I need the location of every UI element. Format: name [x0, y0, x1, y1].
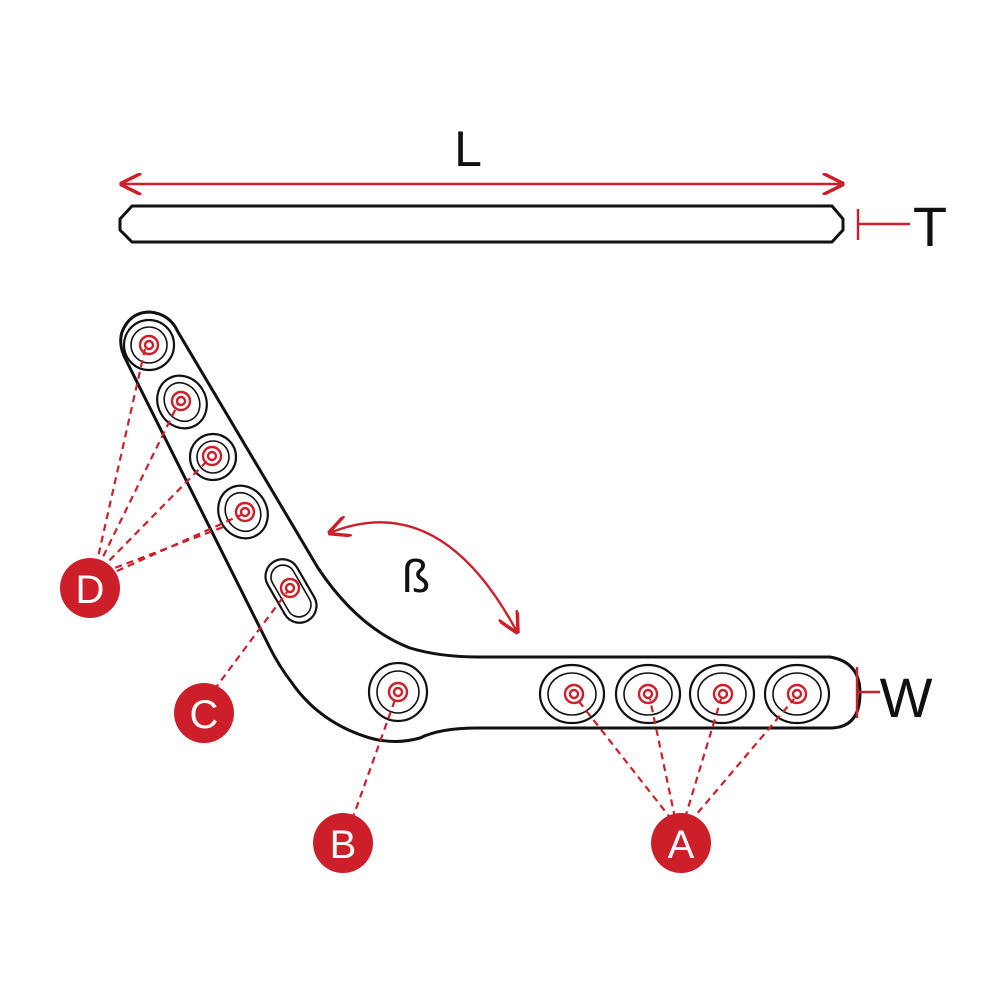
hole-d3	[188, 432, 238, 482]
callout-c-label: C	[190, 693, 219, 737]
plate-side-profile	[118, 204, 845, 244]
callout-d-label: D	[76, 568, 105, 612]
length-label: L	[454, 121, 482, 177]
callout-b-label: B	[330, 823, 357, 867]
hole-b	[367, 661, 429, 723]
callout-a-label: A	[668, 823, 695, 867]
thickness-label: T	[913, 195, 947, 258]
angle-label: ß	[402, 550, 430, 602]
angle-arc-arrow	[332, 522, 516, 630]
callout-b: B	[313, 813, 373, 873]
top-view: W ß	[119, 310, 933, 743]
callout-c: C	[174, 683, 234, 743]
hole-a4	[763, 663, 831, 725]
callout-a: A	[651, 813, 711, 873]
hole-d1	[122, 318, 176, 372]
hole-a1	[538, 663, 606, 725]
callout-leaders	[94, 348, 795, 823]
side-view: L T	[118, 121, 947, 258]
hole-a2	[614, 663, 682, 725]
hole-d4	[217, 484, 269, 540]
callout-d: D	[60, 558, 120, 618]
hole-a3	[688, 663, 756, 725]
hole-d2	[156, 374, 208, 430]
slot-hole-c	[264, 558, 318, 624]
width-label: W	[880, 666, 933, 729]
